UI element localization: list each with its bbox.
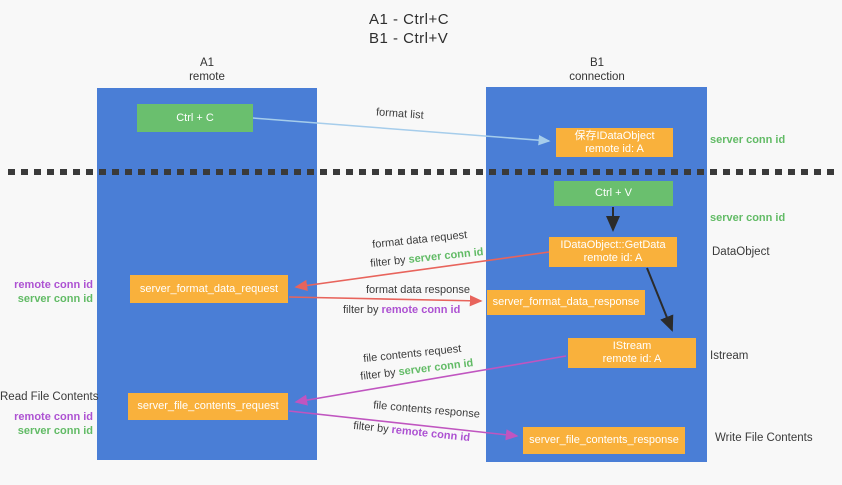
node-istream-line2: remote id: A (602, 353, 662, 365)
b1-role: connection (569, 71, 625, 83)
filter-by-text: filter by (352, 419, 390, 436)
remote-conn-id-label: remote conn id (14, 411, 93, 423)
column-header-b1: B1 connection (542, 56, 652, 84)
node-save-idataobject: 保存IDataObject remote id: A (556, 128, 673, 157)
node-ctrl-v-label: Ctrl + V (595, 187, 632, 199)
node-file-response-label: server_file_contents_response (529, 434, 679, 446)
node-istream-line1: IStream (612, 340, 652, 352)
filter-by-text: filter by (343, 304, 379, 316)
filter-by-text: filter by (359, 366, 397, 383)
node-save-idataobject-line2: remote id: A (585, 142, 644, 155)
server-conn-id-label: server conn id (17, 424, 93, 437)
node-server-format-data-request: server_format_data_request (130, 275, 288, 303)
label-file-contents-response: file contents response (372, 399, 481, 421)
arrow-format-data-response (288, 295, 483, 307)
server-conn-id-key: server conn id (407, 246, 484, 266)
left-format-conn-ids: remote conn id server conn id (0, 279, 93, 306)
copy-paste-separator-line (8, 169, 835, 175)
write-file-contents-label: Write File Contents (715, 432, 813, 444)
right-mid-server-conn-id: server conn id (710, 212, 785, 226)
label-format-data-request: format data request (371, 229, 468, 251)
server-conn-id-label: server conn id (710, 134, 786, 146)
node-format-request-label: server_format_data_request (139, 282, 279, 295)
node-idataobject-getdata: IDataObject::GetData remote id: A (549, 237, 677, 267)
remote-conn-id-key: remote conn id (390, 423, 471, 445)
node-ctrl-c-label: Ctrl + C (176, 111, 214, 124)
column-header-a1: A1 remote (152, 56, 262, 84)
node-server-file-contents-request: server_file_contents_request (128, 393, 288, 420)
remote-conn-id-label: remote conn id (14, 279, 93, 291)
node-getdata-line2: remote id: A (583, 252, 643, 264)
filter-by-text: filter by (369, 254, 407, 270)
right-top-server-conn-id: server conn id (710, 134, 785, 148)
istream-label: Istream (710, 350, 749, 362)
label-format-data-response: format data response (366, 284, 470, 296)
server-conn-id-label: server conn id (17, 292, 93, 305)
left-file-conn-ids: remote conn id server conn id (0, 411, 93, 438)
a1-role: remote (189, 71, 225, 83)
diagram-title: A1 - Ctrl+C B1 - Ctrl+V (369, 10, 449, 48)
node-server-file-contents-response: server_file_contents_response (523, 427, 685, 454)
read-file-contents-label: Read File Contents (0, 391, 99, 403)
title-line-ctrl-c: A1 - Ctrl+C (369, 11, 450, 28)
node-ctrl-c: Ctrl + C (137, 104, 253, 132)
b1-name: B1 (589, 57, 605, 69)
a1-name: A1 (199, 57, 215, 69)
dataobject-label: DataObject (712, 246, 770, 258)
title-line-ctrl-v: B1 - Ctrl+V (369, 30, 449, 47)
node-save-idataobject-line1: 保存IDataObject (574, 129, 655, 142)
node-format-response-label: server_format_data_response (492, 296, 640, 308)
node-istream: IStream remote id: A (568, 338, 696, 368)
remote-conn-id-key: remote conn id (381, 304, 461, 316)
node-file-request-label: server_file_contents_request (137, 400, 279, 412)
server-conn-id-label: server conn id (710, 212, 786, 224)
label-format-list: format list (375, 106, 425, 122)
node-getdata-line1: IDataObject::GetData (560, 239, 666, 251)
node-server-format-data-response: server_format_data_response (487, 290, 645, 315)
node-ctrl-v: Ctrl + V (554, 181, 673, 206)
